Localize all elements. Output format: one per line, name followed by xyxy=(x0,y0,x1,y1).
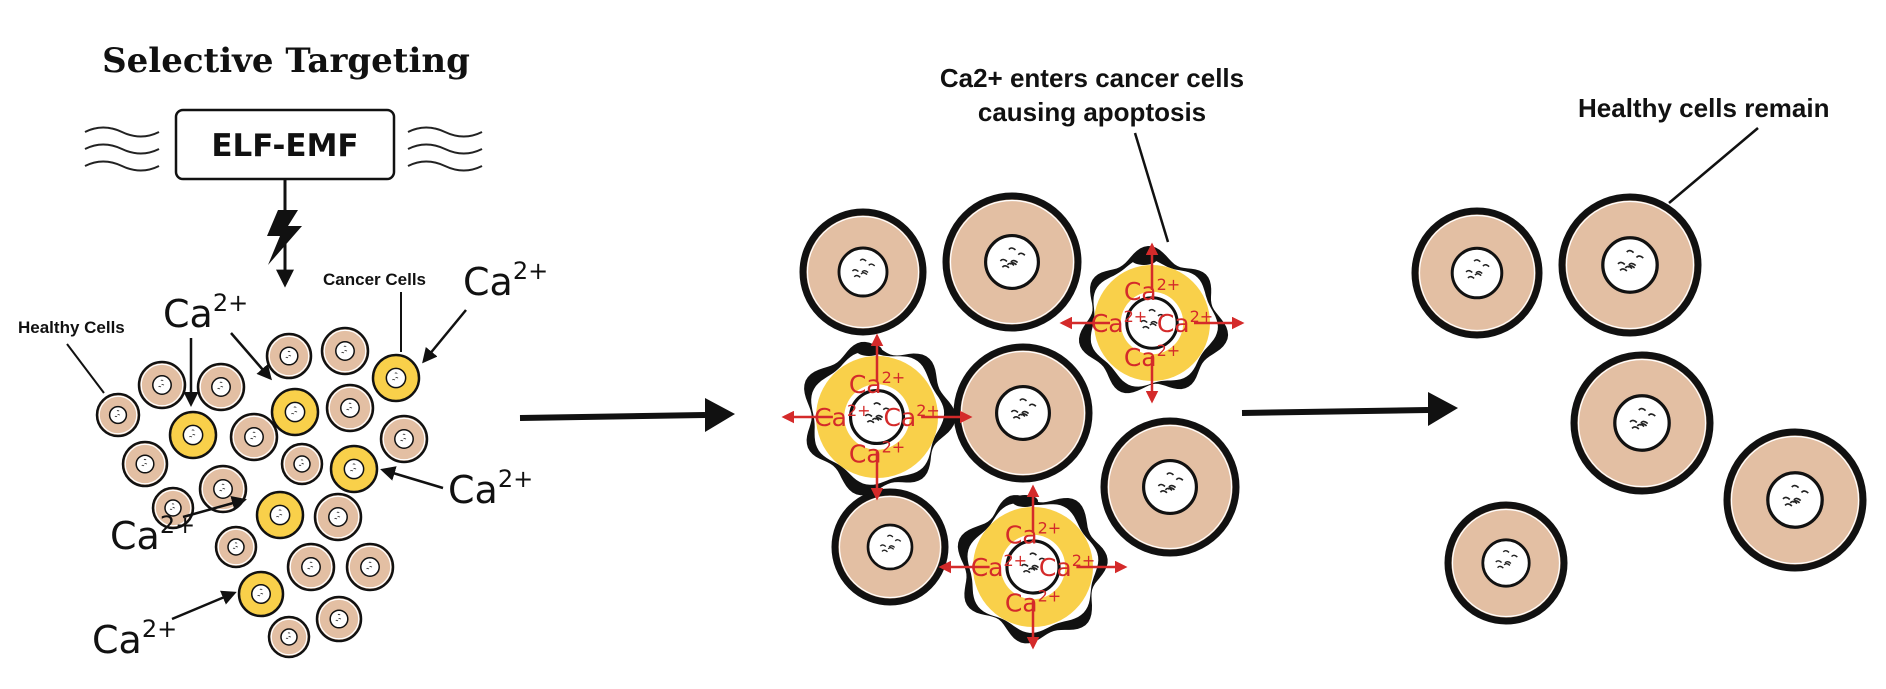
ion-label: Ca2+ xyxy=(463,257,548,304)
healthy-cell xyxy=(315,595,363,643)
ion-label-red: Ca2+ xyxy=(1005,518,1061,549)
ion-arrow xyxy=(380,466,444,490)
ion-label-red: Ca2+ xyxy=(1124,275,1180,306)
ion-label-red: Ca2+ xyxy=(1157,307,1213,338)
healthy-cell xyxy=(137,360,187,410)
apoptosis-stage: Ca2+Ca2+Ca2+Ca2+Ca2+Ca2+Ca2+Ca2+Ca2+Ca2+… xyxy=(781,192,1245,650)
ion-label-red: Ca2+ xyxy=(849,368,905,399)
apoptosis-caption-line2: causing apoptosis xyxy=(978,97,1206,127)
healthy-cell xyxy=(345,542,395,592)
healthy-cell xyxy=(1558,193,1702,337)
ion-label: Ca2+ xyxy=(163,289,248,336)
healthy-remain-pointer xyxy=(1668,127,1759,204)
cell-cluster xyxy=(95,326,429,659)
ion-efflux-arrows xyxy=(781,333,973,501)
apoptosis-pointer xyxy=(1133,132,1170,243)
healthy-cell xyxy=(379,414,429,464)
healthy-cells-label: Healthy Cells xyxy=(18,318,125,337)
ion-label-red: Ca2+ xyxy=(814,401,870,432)
ion-arrow xyxy=(230,332,272,381)
ion-label-red: Ca2+ xyxy=(1005,587,1061,618)
healthy-cell xyxy=(280,442,324,486)
apoptosis-caption-line1: Ca2+ enters cancer cells xyxy=(940,63,1244,93)
healthy-cell xyxy=(313,492,363,542)
apoptotic-cancer-cell: Ca2+Ca2+Ca2+Ca2+ xyxy=(781,333,973,501)
healthy-cell xyxy=(196,362,246,412)
ion-efflux-arrows xyxy=(1059,242,1245,404)
healthy-cell xyxy=(1570,351,1714,495)
cancer-cell xyxy=(255,490,305,540)
healthy-cell xyxy=(325,383,375,433)
cancer-cell xyxy=(237,570,285,618)
transition-arrow-2 xyxy=(1241,392,1458,426)
cancer-cell xyxy=(168,410,218,460)
apoptotic-cancer-cell: Ca2+Ca2+Ca2+Ca2+ xyxy=(938,484,1128,650)
ion-arrow xyxy=(422,309,467,364)
ion-efflux-arrows xyxy=(938,484,1128,650)
healthy-cell xyxy=(151,486,195,530)
ion-label-red: Ca2+ xyxy=(1124,341,1180,372)
result-stage xyxy=(1411,193,1867,625)
ion-arrow xyxy=(182,495,247,519)
diagram-title: Selective Targeting xyxy=(102,41,470,81)
ion-label: Ca2+ xyxy=(448,465,533,512)
transition-arrow-1 xyxy=(519,398,735,432)
ion-label-red: Ca2+ xyxy=(1091,307,1147,338)
emf-waves-right xyxy=(407,126,483,172)
ion-label-red: Ca2+ xyxy=(849,437,905,468)
healthy-cell xyxy=(1411,207,1543,339)
ion-label: Ca2+ xyxy=(92,615,177,662)
healthy-cell xyxy=(286,542,336,592)
cancer-cell xyxy=(329,444,379,494)
healthy-cell xyxy=(267,615,311,659)
ion-arrow xyxy=(171,590,237,621)
healthy-cell xyxy=(1100,417,1240,557)
ion-label: Ca2+ xyxy=(110,511,195,558)
healthy-cell xyxy=(214,525,258,569)
cancer-cells-label: Cancer Cells xyxy=(323,270,426,289)
healthy-cell xyxy=(942,192,1082,332)
ion-label-red: Ca2+ xyxy=(1039,551,1095,582)
healthy-cell xyxy=(265,332,313,380)
healthy-cell xyxy=(320,326,370,376)
ion-label-red: Ca2+ xyxy=(883,401,939,432)
cancer-cell xyxy=(371,353,421,403)
healthy-cell xyxy=(121,440,169,488)
healthy-cell xyxy=(831,488,949,606)
healthy-cell xyxy=(1723,428,1867,572)
healthy-cell xyxy=(1444,501,1568,625)
ion-label-red: Ca2+ xyxy=(971,551,1027,582)
healthy-cell xyxy=(953,343,1093,483)
lightning-bolt-icon xyxy=(267,210,302,265)
apoptotic-cancer-cell: Ca2+Ca2+Ca2+Ca2+ xyxy=(1059,242,1245,404)
healthy-cell xyxy=(95,392,141,438)
elf-emf-label: ELF-EMF xyxy=(211,128,358,164)
emf-waves-left xyxy=(84,126,160,172)
healthy-remain-caption: Healthy cells remain xyxy=(1578,93,1829,123)
healthy-cell xyxy=(799,208,927,336)
cancer-cell xyxy=(270,387,320,437)
elf-emf-box: ELF-EMF xyxy=(174,108,396,181)
healthy-cells-pointer xyxy=(66,343,105,394)
healthy-cell xyxy=(229,412,279,462)
